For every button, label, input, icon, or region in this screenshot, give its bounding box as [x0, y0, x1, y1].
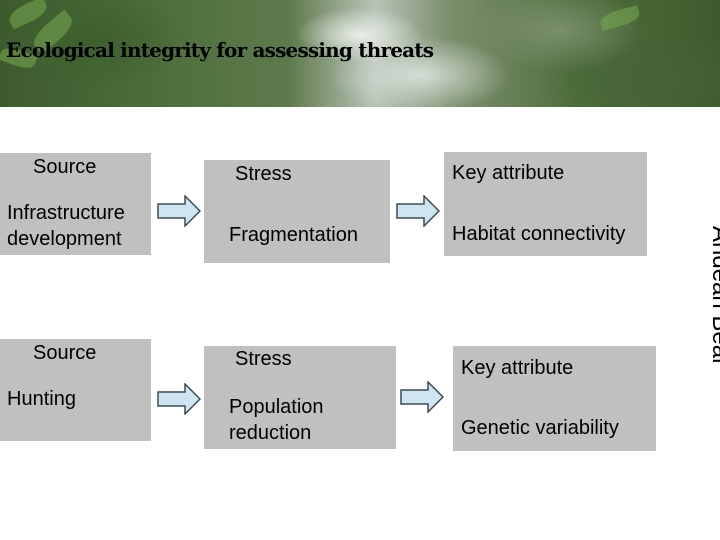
key-attribute-label: Key attribute	[452, 162, 565, 184]
stress-label: Stress	[235, 348, 292, 370]
right-arrow-icon	[157, 195, 201, 227]
key-attribute-label: Key attribute	[461, 357, 574, 379]
stress-value: Population reduction	[229, 396, 324, 444]
leaf-decoration	[6, 0, 50, 30]
key-attribute-value: Habitat connectivity	[452, 223, 626, 245]
stress-value: Fragmentation	[229, 224, 358, 246]
header-banner	[0, 0, 720, 107]
key-attribute-box-habitat: Key attribute Habitat connectivity	[444, 152, 647, 256]
species-label-container: Andean Bear	[706, 226, 720, 394]
source-label: Source	[33, 342, 97, 364]
species-label: Andean Bear	[707, 226, 720, 367]
key-attribute-box-genetic: Key attribute Genetic variability	[453, 346, 656, 451]
page-title: Ecological integrity for assessing threa…	[6, 38, 434, 62]
right-arrow-icon	[396, 195, 440, 227]
source-box-infrastructure: Source Infrastructure development	[0, 153, 151, 255]
right-arrow-icon	[400, 381, 444, 413]
key-attribute-value: Genetic variability	[461, 417, 619, 439]
source-box-hunting: Source Hunting	[0, 339, 151, 441]
leaf-decoration	[598, 5, 642, 31]
source-value: Infrastructure development	[7, 202, 125, 250]
right-arrow-icon	[157, 383, 201, 415]
source-value: Hunting	[7, 388, 76, 410]
stress-box-fragmentation: Stress Fragmentation	[204, 160, 390, 263]
source-label: Source	[33, 156, 97, 178]
stress-box-population: Stress Population reduction	[204, 346, 396, 449]
stress-label: Stress	[235, 163, 292, 185]
